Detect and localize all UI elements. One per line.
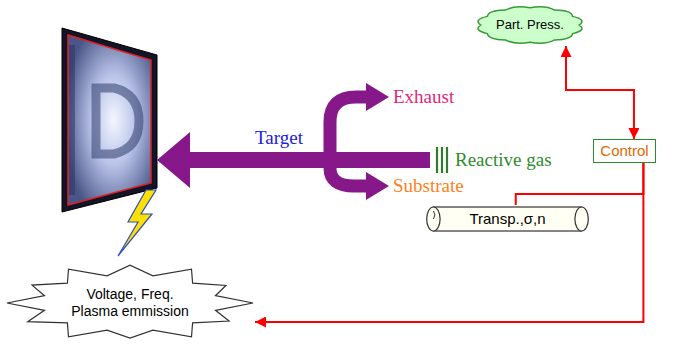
node-text: Voltage, Freq. Plasma emmission xyxy=(65,286,195,320)
pressure-cloud: Part. Press. xyxy=(470,4,590,46)
control-line xyxy=(566,46,634,139)
exhaust-label: Exhaust xyxy=(393,86,454,108)
target-plate xyxy=(62,28,157,212)
control-box: Control xyxy=(593,139,656,163)
node-text: Transp.,σ,n xyxy=(469,210,545,228)
target-label: Target xyxy=(255,127,303,149)
node-text: Control xyxy=(600,142,648,160)
measurement-scroll: Transp.,σ,n xyxy=(425,205,590,233)
gas-flow-arrows xyxy=(157,83,430,200)
node-text: Part. Press. xyxy=(496,17,564,33)
plasma-burst: Voltage, Freq. Plasma emmission xyxy=(5,262,255,344)
gas-inlet-bars xyxy=(437,147,447,173)
reactive-gas-label: Reactive gas xyxy=(455,149,552,171)
control-line xyxy=(255,163,643,322)
substrate-label: Substrate xyxy=(393,175,464,197)
lightning-bolt xyxy=(118,190,156,256)
